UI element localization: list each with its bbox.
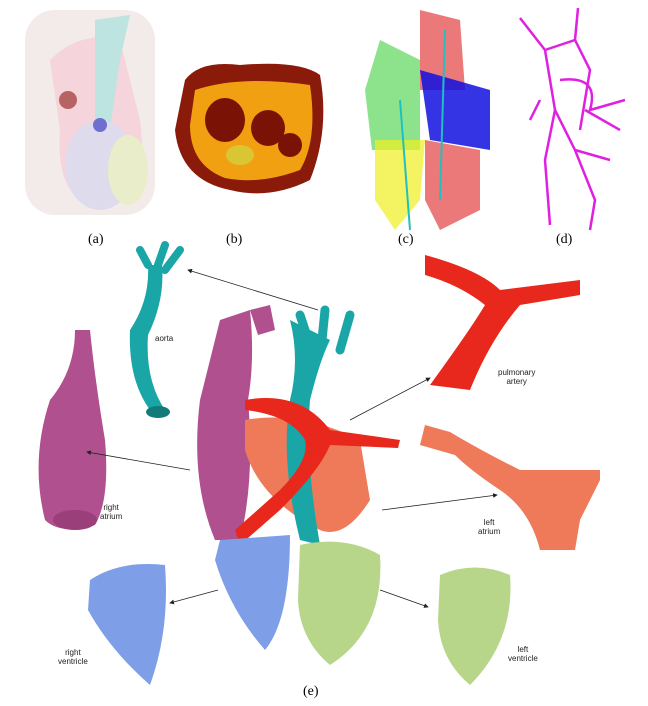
panel-d-vessel-tree [519, 7, 626, 231]
label-line: ventricle [58, 657, 88, 666]
label-line: atrium [478, 527, 501, 536]
arrow-aorta [187, 268, 319, 311]
panel-e-assembled-heart [197, 305, 400, 665]
label-aorta: aorta [155, 334, 174, 343]
arrow-pulmonary-artery [349, 377, 431, 421]
label-line: ventricle [508, 654, 538, 663]
panel-c-point-cloud [365, 10, 490, 231]
label-line: left [517, 645, 529, 654]
label-line: right [65, 648, 81, 657]
pulmonary-artery-part [425, 255, 580, 390]
caption-e: (e) [303, 684, 319, 699]
arrow-right-ventricle [169, 589, 219, 605]
label-line: left [483, 518, 495, 527]
arrows [86, 268, 498, 608]
aorta-part [129, 241, 184, 418]
caption-c: (c) [398, 232, 414, 247]
right-atrium-part [38, 330, 107, 530]
arrow-left-atrium [381, 493, 498, 511]
left-ventricle-part [438, 567, 511, 685]
label-line: artery [506, 377, 527, 386]
label-line: atrium [100, 512, 123, 521]
arrow-left-ventricle [379, 589, 429, 608]
caption-a: (a) [88, 232, 104, 247]
label-line: right [103, 503, 119, 512]
panel-a-translucent-heart [25, 10, 155, 215]
label-line: pulmonary [498, 368, 536, 377]
caption-d: (d) [556, 232, 573, 247]
right-ventricle-part [88, 564, 166, 685]
caption-b: (b) [226, 232, 243, 247]
arrow-right-atrium [86, 450, 191, 471]
left-atrium-part [420, 425, 600, 550]
panel-b-cross-section [175, 63, 324, 194]
